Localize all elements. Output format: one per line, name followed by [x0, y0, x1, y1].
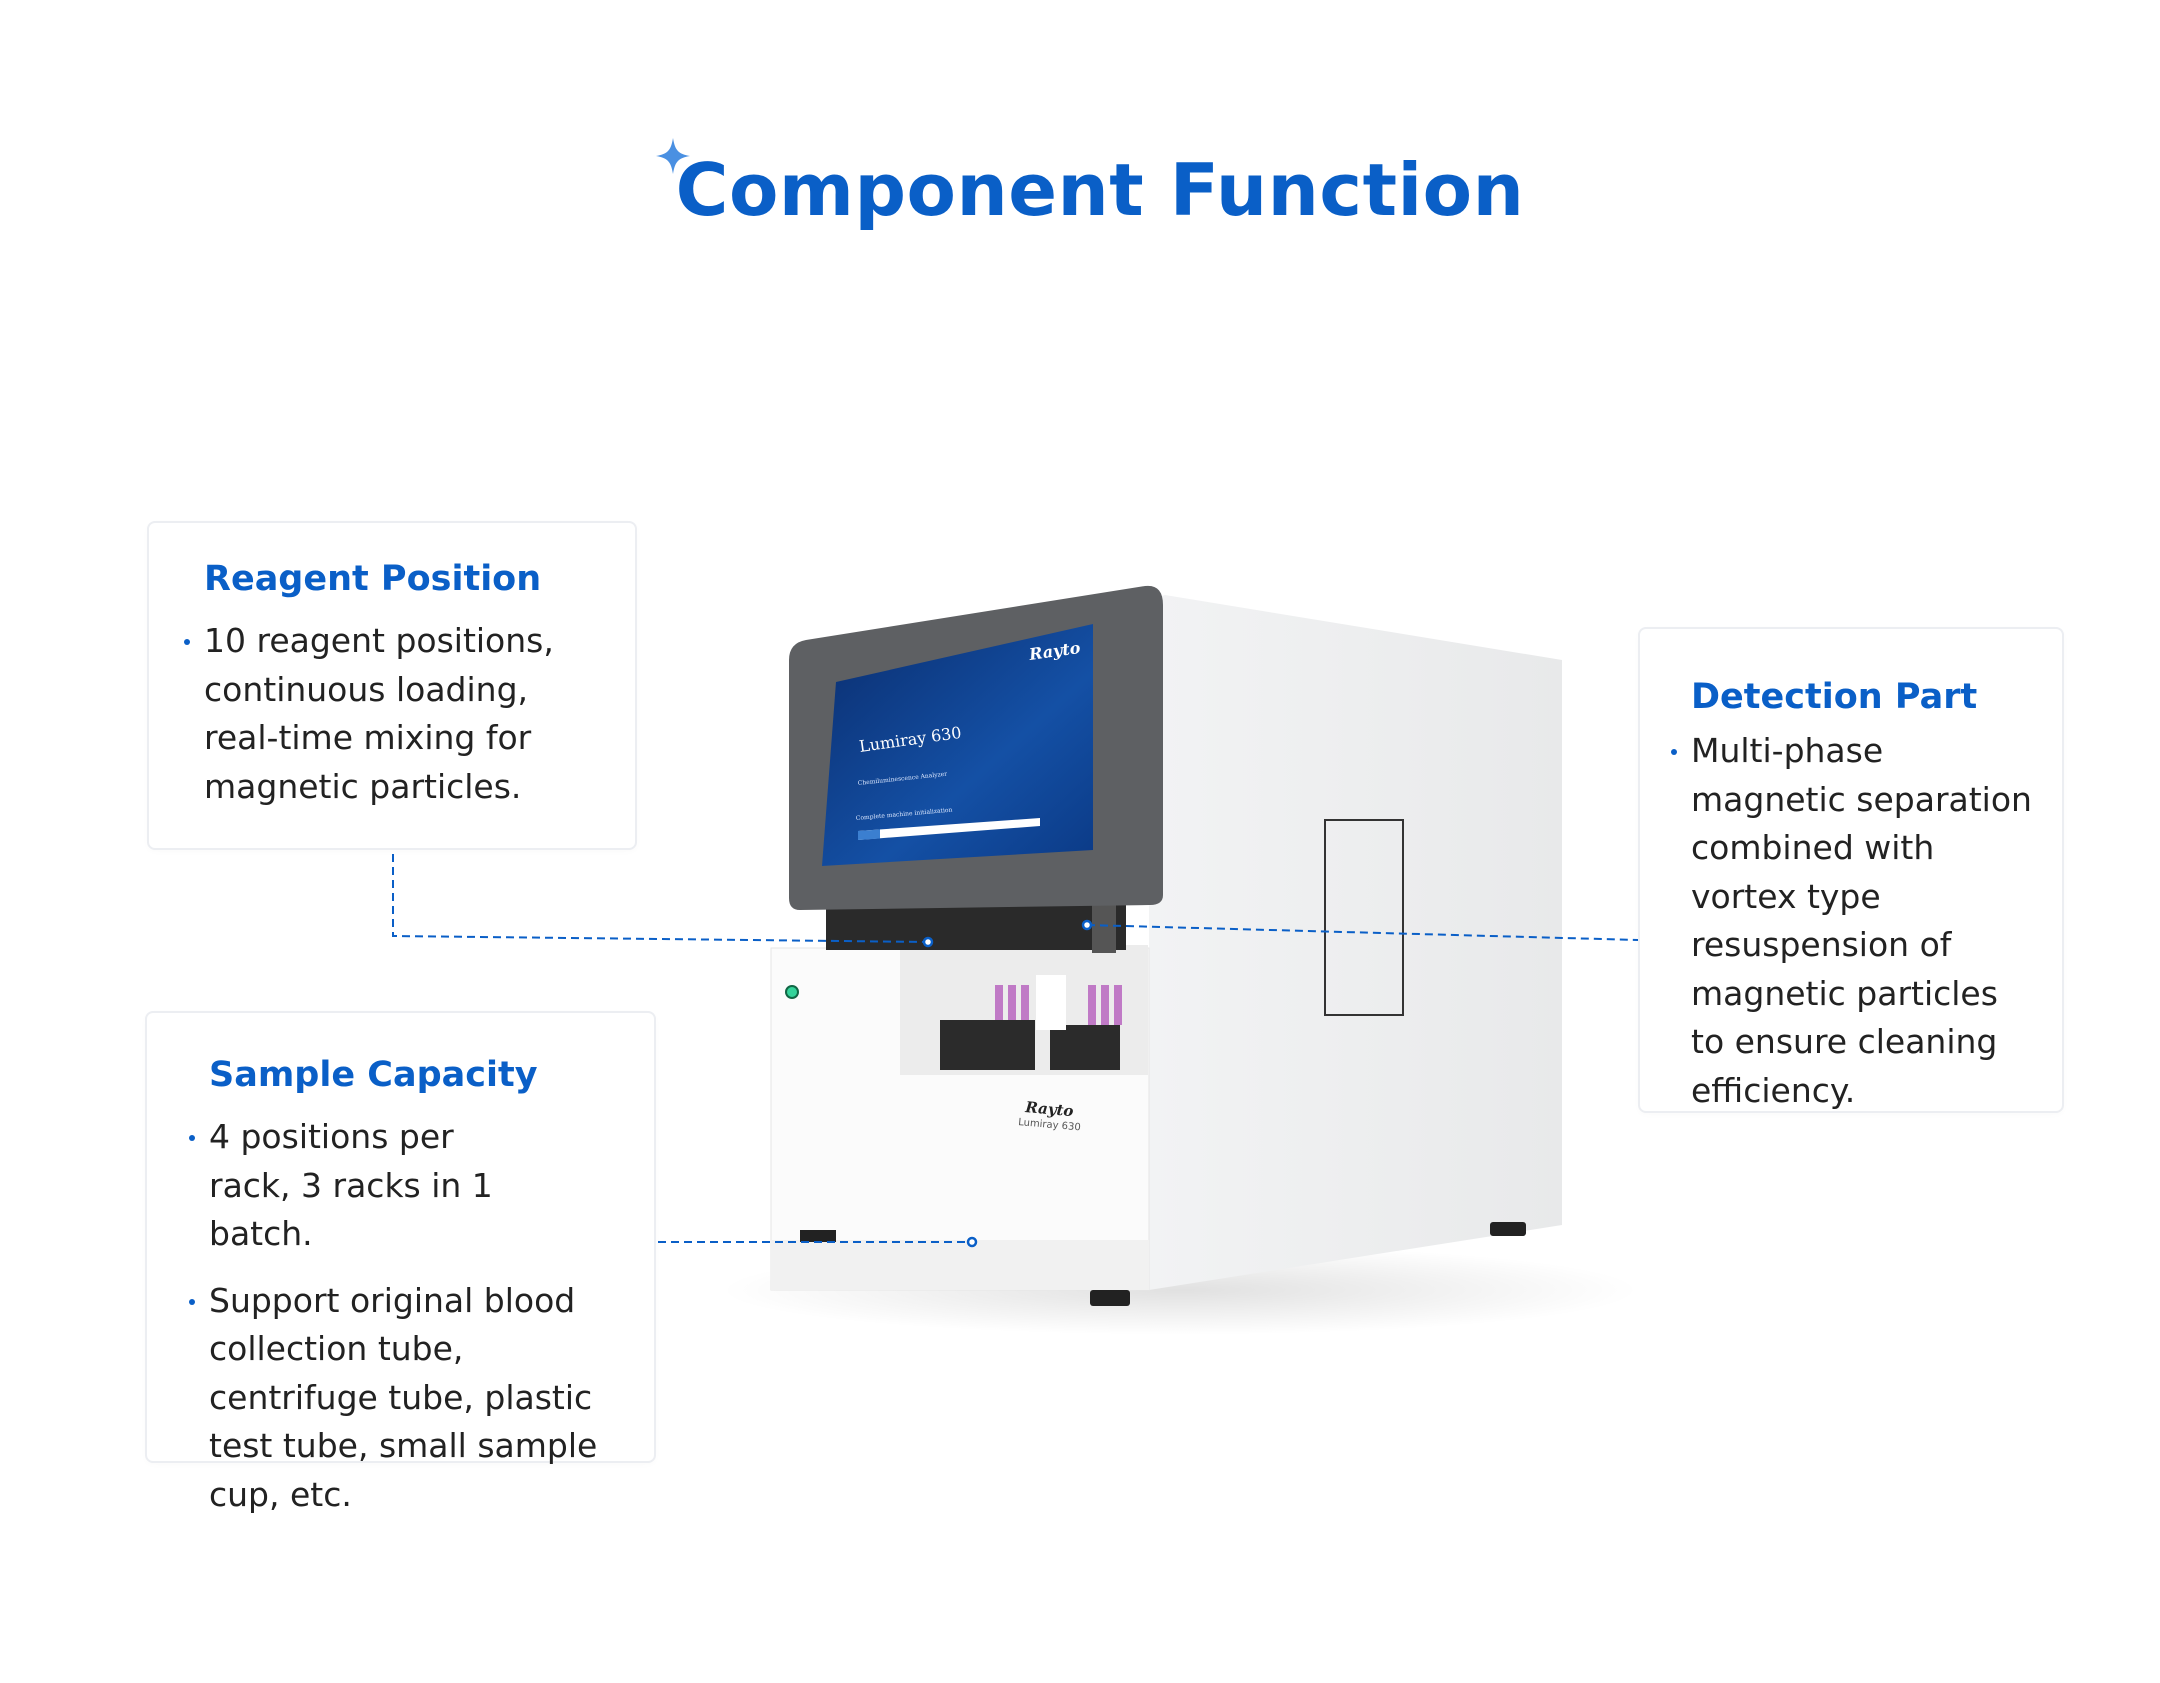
- tube-rack: [940, 975, 1122, 1070]
- foot: [1090, 1290, 1130, 1306]
- foot: [1490, 1222, 1526, 1236]
- side-door: [1324, 819, 1404, 1016]
- bullet: 4 positions per rack, 3 racks in 1 batch…: [189, 1113, 539, 1259]
- progress-fill: [858, 829, 880, 840]
- page-title: Component Function: [675, 148, 1525, 232]
- status-led: [785, 985, 799, 999]
- bullet: Multi-phase magnetic separation combined…: [1671, 727, 2041, 1115]
- front-model: Lumiray 630: [1018, 1117, 1081, 1133]
- leader-dot: [966, 1236, 978, 1248]
- bullet: 10 reagent positions, continuous loading…: [184, 617, 564, 811]
- leader-dot: [1081, 919, 1093, 931]
- card-reagent-position: Reagent Position 10 reagent positions, c…: [147, 521, 637, 850]
- sparkle-icon: [656, 138, 690, 174]
- card-title: Detection Part: [1691, 677, 1978, 717]
- progress-bar: [858, 818, 1040, 840]
- touch-screen: [822, 624, 1093, 866]
- card-title: Sample Capacity: [209, 1055, 538, 1095]
- front-brand: Rayto: [1024, 1098, 1075, 1120]
- bullet: Support original blood collection tube, …: [189, 1277, 639, 1520]
- leader-dot: [922, 936, 934, 948]
- foot: [800, 1230, 836, 1242]
- leader-reagent: [392, 854, 929, 943]
- card-title: Reagent Position: [204, 559, 542, 599]
- card-detection-part: Detection Part Multi-phase magnetic sepa…: [1638, 627, 2064, 1113]
- card-sample-capacity: Sample Capacity 4 positions per rack, 3 …: [145, 1011, 656, 1514]
- leader-detection: [1086, 924, 1639, 941]
- reagent-slot: [826, 905, 1126, 950]
- side-panel: [1149, 595, 1562, 1290]
